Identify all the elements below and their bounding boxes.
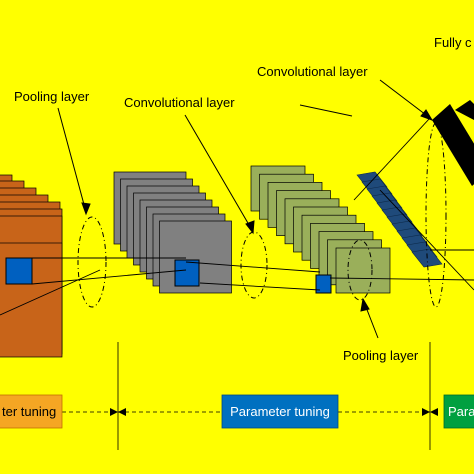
stage-label-middle: Parameter tuning [230,404,330,419]
pooling-ellipse-1 [77,216,107,308]
conv2-feature-maps [250,165,391,294]
pooling-layer-label-2: Pooling layer [343,348,419,363]
input-feature-maps [0,174,63,358]
stage-timeline [62,408,438,416]
conv-ellipse-2 [240,231,268,299]
fully-connected-label: Fully c [434,35,472,50]
fully-connected-bar [432,104,474,186]
pooling-layer-label-1: Pooling layer [14,89,90,104]
conv2-map-11 [335,247,391,294]
stage-dividers [117,342,431,450]
connection-lines [0,104,474,316]
fully-connected-bar-2 [455,100,474,120]
stage-box-right: Para [443,394,474,429]
stage-label-left: ter tuning [2,404,56,419]
pooling-ellipse-2 [347,239,373,301]
stage-box-left: ter tuning [0,394,63,429]
label-arrows [57,79,434,339]
input-kernel-square [5,257,33,285]
fc-ellipse [425,122,447,308]
convolutional-layer-label-1: Convolutional layer [124,95,235,110]
convolutional-layer-label-2: Convolutional layer [257,64,368,79]
conv2-kernel-square [315,274,332,294]
layer-ellipses [77,122,447,308]
stage-label-right: Para [448,404,474,419]
conv1-kernel-square [174,259,200,287]
conv1-feature-maps [113,171,232,294]
stage-box-middle: Parameter tuning [221,394,339,429]
